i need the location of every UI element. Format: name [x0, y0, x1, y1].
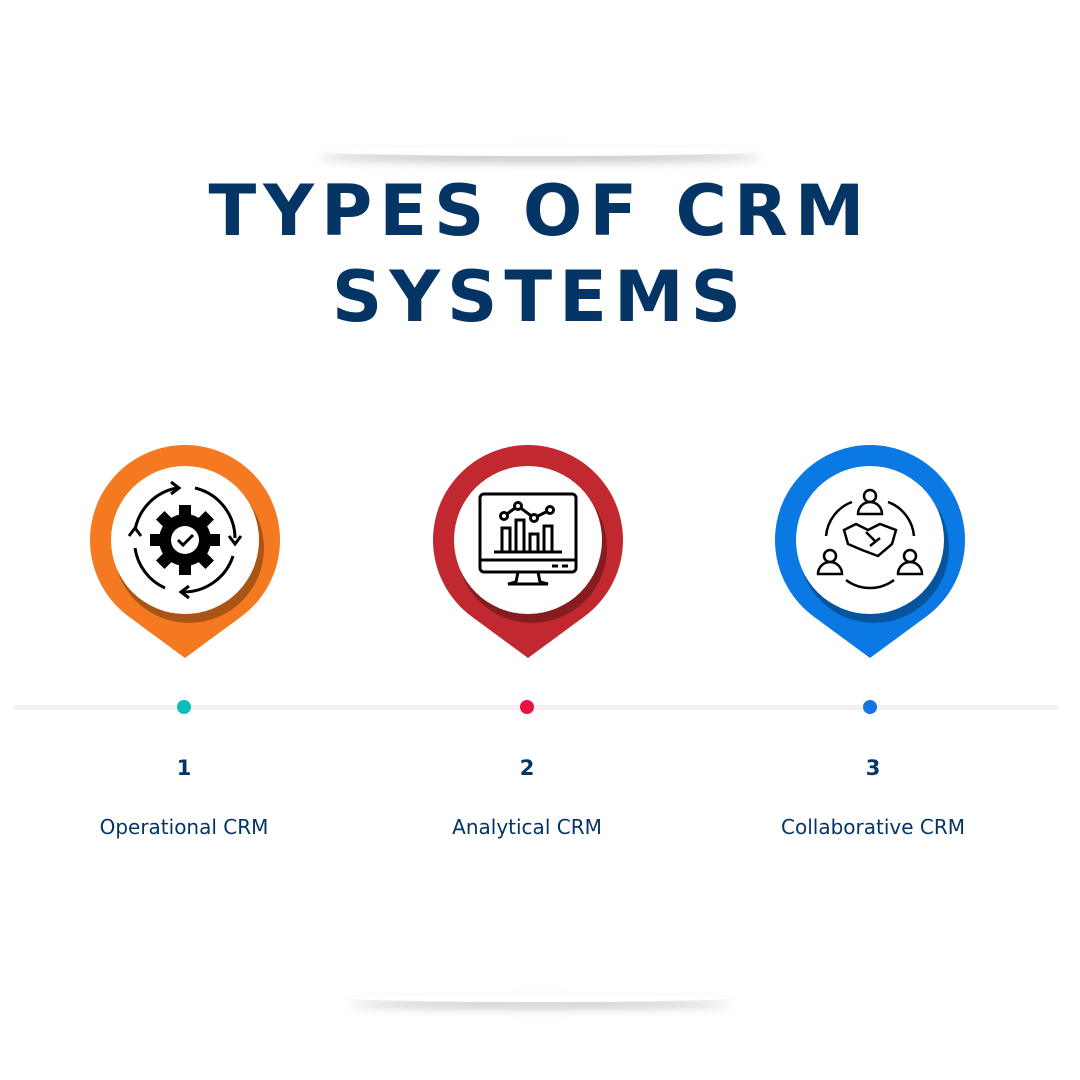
gear-cycle-check-icon [127, 480, 243, 600]
timeline-dot-3 [863, 700, 877, 714]
step-number-3: 3 [865, 756, 881, 780]
step-label-2: Analytical CRM [452, 815, 602, 839]
timeline-dot-1 [177, 700, 191, 714]
pin-analytical [433, 445, 623, 658]
step-number-2: 2 [519, 756, 535, 780]
timeline-dot-2 [520, 700, 534, 714]
timeline-line [14, 705, 1058, 710]
monitor-chart-icon [478, 492, 578, 586]
step-number-1: 1 [176, 756, 192, 780]
handshake-people-icon [816, 488, 924, 590]
pin-collaborative [775, 445, 965, 658]
page-title: TYPES OF CRM SYSTEMS [0, 168, 1080, 340]
title-line-1: TYPES OF CRM [208, 170, 872, 252]
step-label-1: Operational CRM [99, 815, 269, 839]
decorative-shadow-top [320, 146, 760, 156]
step-label-3: Collaborative CRM [781, 815, 965, 839]
decorative-shadow-bottom [350, 994, 730, 1002]
title-line-2: SYSTEMS [331, 256, 749, 338]
pin-operational [90, 445, 281, 658]
